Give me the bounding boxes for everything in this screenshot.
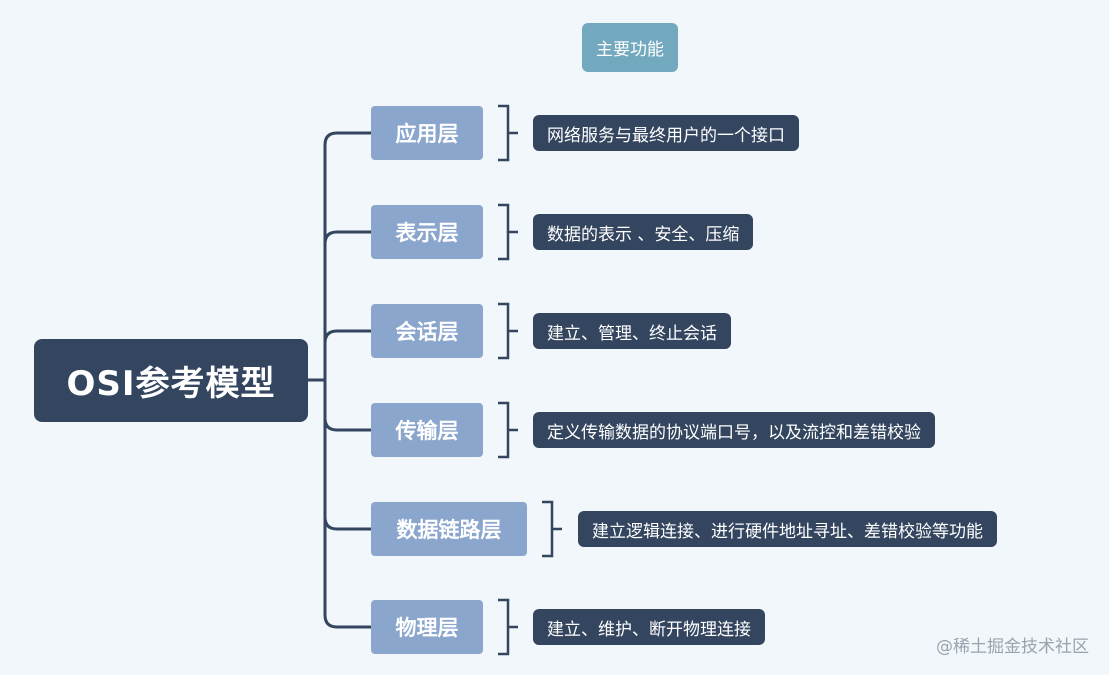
function-node-transport: 定义传输数据的协议端口号，以及流控和差错校验 [533,412,935,448]
function-node-session: 建立、管理、终止会话 [533,313,731,349]
layer-node-application: 应用层 [371,106,483,160]
main-function-header: 主要功能 [582,23,678,72]
function-node-application: 网络服务与最终用户的一个接口 [533,115,799,151]
bracket-3 [498,302,518,360]
root-node-osi-model: OSI参考模型 [34,339,308,422]
bracket-1 [498,104,518,162]
bracket-2 [498,203,518,261]
function-node-data-link: 建立逻辑连接、进行硬件地址寻址、差错校验等功能 [578,511,997,547]
bracket-5 [542,500,562,558]
branch-connector-4 [323,417,371,432]
function-node-presentation: 数据的表示 、安全、压缩 [533,214,754,250]
branch-connector-6 [323,614,371,629]
layer-node-presentation: 表示层 [371,205,483,259]
branch-connector-3 [323,329,371,344]
bracket-4 [498,401,518,459]
branch-connector-5 [323,516,371,531]
branch-connector-1 [323,131,371,146]
layer-node-session: 会话层 [371,304,483,358]
watermark: @稀土掘金技术社区 [936,637,1089,657]
layer-node-data-link: 数据链路层 [371,502,527,556]
layer-node-physical: 物理层 [371,600,483,654]
layer-node-transport: 传输层 [371,403,483,457]
function-node-physical: 建立、维护、断开物理连接 [533,609,765,645]
bracket-6 [498,598,518,656]
branch-connector-2 [323,230,371,245]
